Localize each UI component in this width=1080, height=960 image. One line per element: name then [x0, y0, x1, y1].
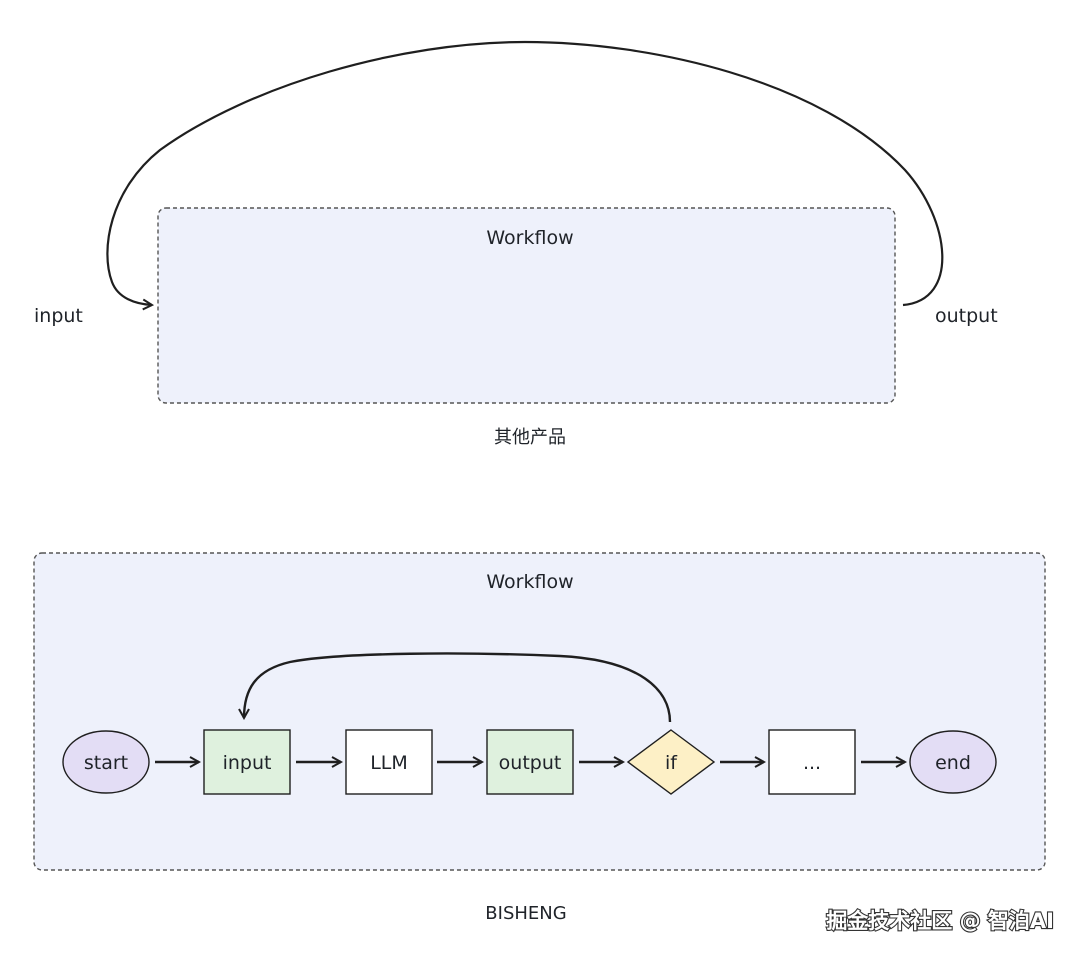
- node-start-label: start: [84, 752, 128, 774]
- node-output-label: output: [499, 752, 562, 774]
- node-if-label: if: [665, 752, 678, 774]
- bottom-loop-arrow: [244, 652, 672, 723]
- node-end-label: end: [935, 752, 971, 774]
- top-input-label: input: [34, 305, 83, 327]
- watermark: 掘金技术社区 @ 智泊AI: [826, 909, 1054, 933]
- node-output: output: [486, 729, 574, 795]
- node-if-decision: if: [626, 729, 716, 795]
- node-llm-label: LLM: [370, 752, 408, 774]
- node-more-label: ...: [803, 752, 821, 774]
- top-caption: 其他产品: [494, 427, 566, 448]
- top-output-label: output: [935, 305, 998, 327]
- top-section: Workflow input output 其他产品: [34, 40, 998, 448]
- bottom-section: Workflow start input LLM output if ...: [33, 552, 1046, 924]
- bottom-workflow-container: [33, 552, 1046, 871]
- top-workflow-label: Workflow: [486, 227, 573, 249]
- top-feedback-loop-arrow: [106, 40, 944, 305]
- node-llm: LLM: [345, 729, 433, 795]
- node-start: start: [62, 730, 150, 794]
- bottom-caption: BISHENG: [485, 903, 566, 924]
- node-input-label: input: [223, 752, 272, 774]
- node-end: end: [909, 730, 997, 794]
- top-workflow-container: [157, 207, 896, 404]
- node-input: input: [203, 729, 291, 795]
- bottom-workflow-label: Workflow: [486, 571, 573, 593]
- node-more: ...: [768, 729, 856, 795]
